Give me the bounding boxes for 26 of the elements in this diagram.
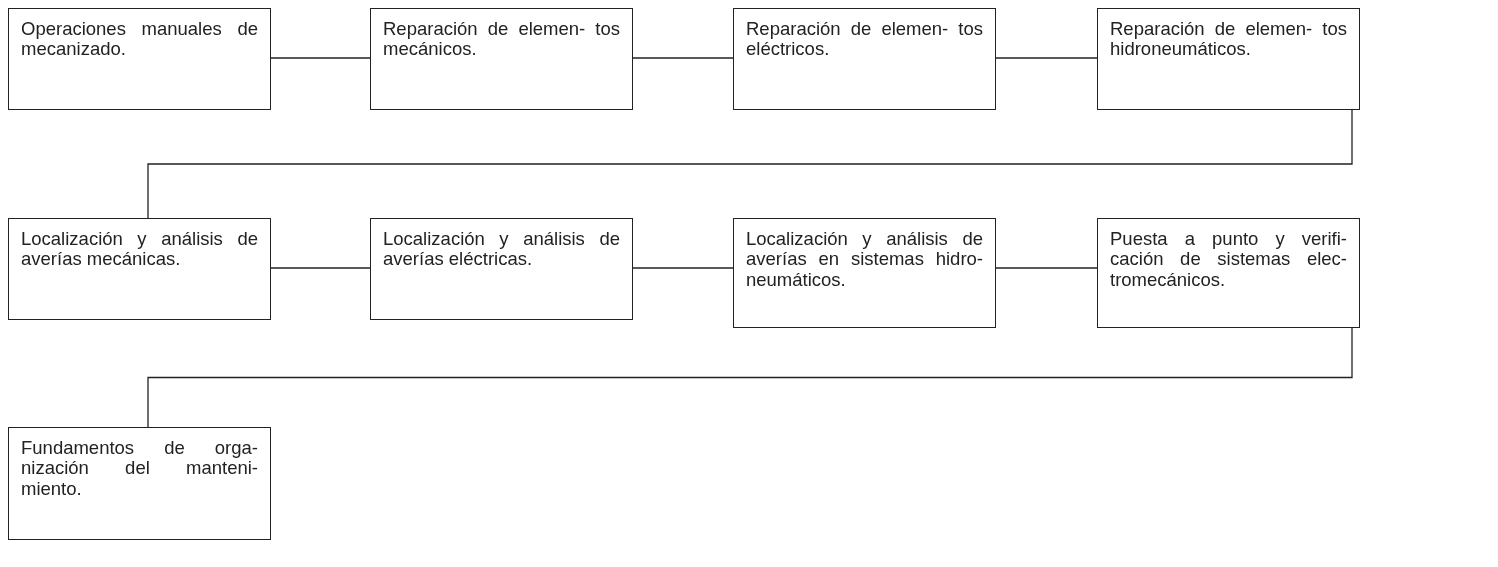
process-box: [370, 218, 633, 320]
connector-line: [270, 267, 371, 269]
process-box: [1097, 218, 1360, 328]
box-text: Localización y análisis de averías en sistemas hidro- neumáticos.: [746, 229, 983, 291]
connector-line: [270, 57, 371, 59]
process-box: [733, 8, 996, 110]
box-text: Reparación de elemen- tos eléctricos.: [746, 19, 983, 60]
box-text: Reparación de elemen- tos hidroneumáticos.: [1110, 19, 1347, 60]
box-text: Operaciones manuales de mecanizado.: [21, 19, 258, 60]
box-text: Puesta a punto y verifi- cación de sistemas elec- tromecánicos.: [1110, 229, 1347, 291]
process-box: [8, 8, 271, 110]
box-text: Fundamentos de orga- nización del manteni- miento.: [21, 438, 258, 500]
connector-line: [632, 57, 734, 59]
connector-line: [147, 327, 1353, 428]
process-box: [8, 218, 271, 320]
connector-line: [995, 267, 1098, 269]
connector-line: [995, 57, 1098, 59]
box-text: Reparación de elemen- tos mecánicos.: [383, 19, 620, 60]
box-text: Localización y análisis de averías mecánicas.: [21, 229, 258, 270]
connector-line: [147, 109, 1353, 219]
process-box: [8, 427, 271, 540]
process-box: [1097, 8, 1360, 110]
connector-line: [632, 267, 734, 269]
box-text: Localización y análisis de averías eléctricas.: [383, 229, 620, 270]
process-box: [733, 218, 996, 328]
process-box: [370, 8, 633, 110]
